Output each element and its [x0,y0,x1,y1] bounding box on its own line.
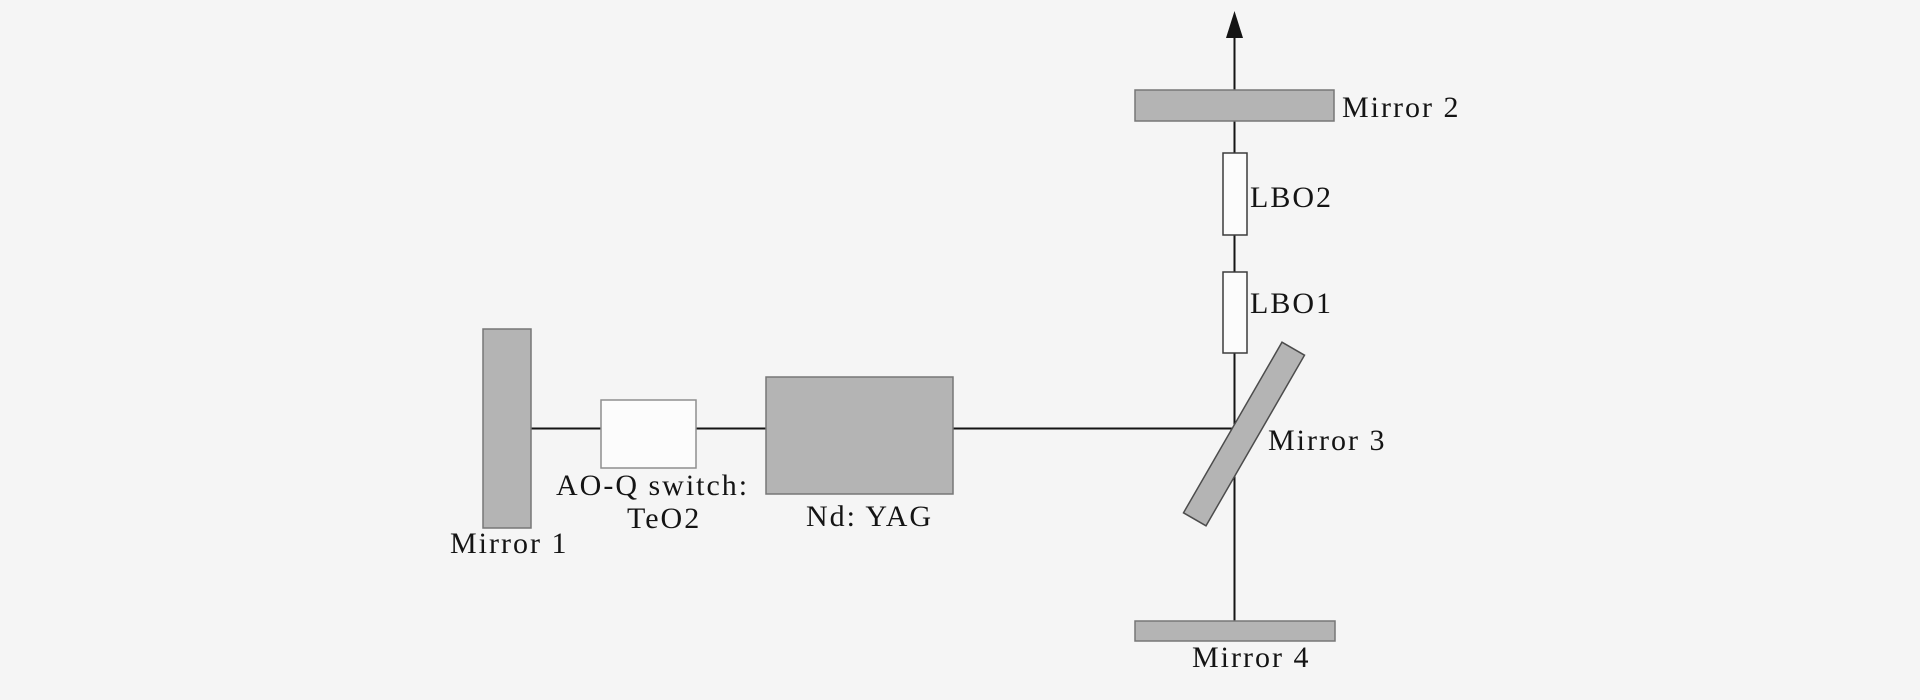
lbo1-crystal-shape [1222,271,1248,354]
mirror-1-shape [482,328,532,529]
output-beam-arrowhead-icon [1226,11,1243,38]
lbo1-label: LBO1 [1250,287,1333,320]
mirror-2-label: Mirror 2 [1342,91,1461,124]
mirror-4-label: Mirror 4 [1192,641,1311,674]
mirror-2-shape [1134,89,1335,122]
mirror-1-label: Mirror 1 [450,527,569,560]
mirror-3-shape [1182,341,1306,527]
mirror-4-shape [1134,620,1336,642]
lbo2-label: LBO2 [1250,181,1333,214]
ao-q-switch-label: AO-Q switch: [556,469,750,502]
nd-yag-label: Nd: YAG [806,500,934,533]
mirror-3-label: Mirror 3 [1268,424,1387,457]
ao-q-switch-box [600,399,697,469]
nd-yag-gain-medium-box [765,376,954,495]
ao-q-material-label: TeO2 [627,502,702,535]
lbo2-crystal-shape [1222,152,1248,236]
